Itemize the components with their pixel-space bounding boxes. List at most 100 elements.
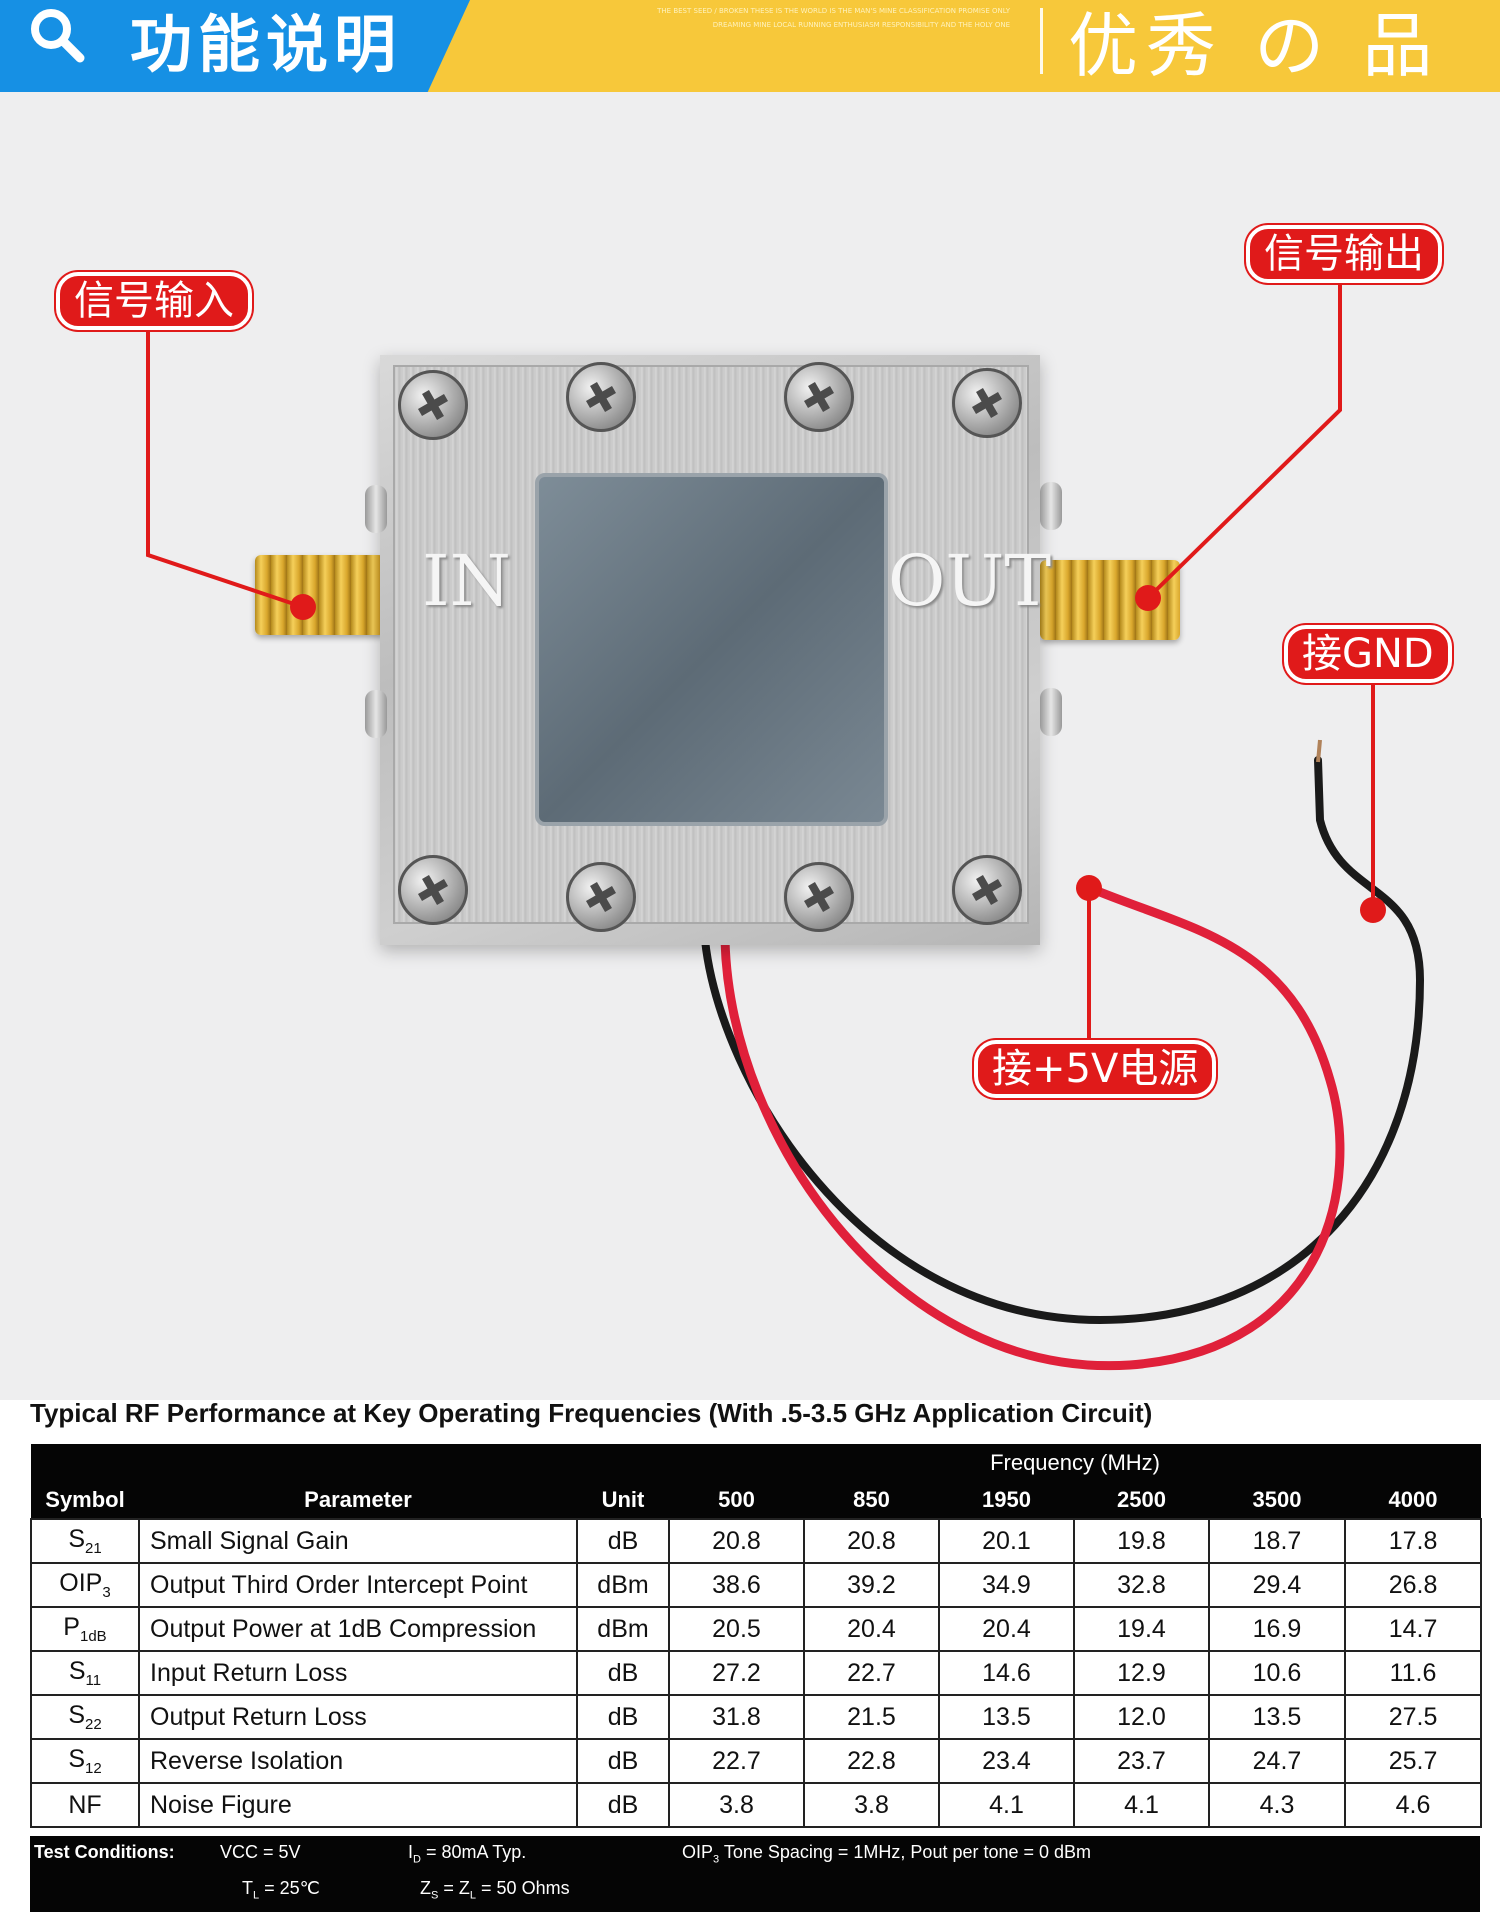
banner-fine-print: THE BEST SEED / BROKEN THESE IS THE WORL…	[657, 7, 1010, 29]
callout-power: 接+5V电源	[974, 1040, 1217, 1098]
value-cell: 21.5	[803, 1694, 940, 1740]
value-cell: 13.5	[938, 1694, 1075, 1740]
value-cell: 34.9	[938, 1562, 1075, 1608]
parameter-cell: Output Return Loss	[138, 1694, 578, 1740]
value-cell: 22.8	[803, 1738, 940, 1784]
parameter-cell: Output Third Order Intercept Point	[138, 1562, 578, 1608]
shield-can	[535, 473, 888, 826]
mount-post	[365, 690, 387, 738]
symbol-text: S	[68, 1745, 85, 1773]
value-cell: 4.1	[938, 1782, 1075, 1828]
value-cell: 4.1	[1073, 1782, 1210, 1828]
conditions-id: ID = 80mA Typ.	[408, 1842, 526, 1866]
unit-cell: dBm	[576, 1562, 670, 1608]
value-cell: 10.6	[1208, 1650, 1346, 1696]
engraved-in-label: IN	[422, 540, 511, 622]
unit-cell: dB	[576, 1694, 670, 1740]
screw-icon	[784, 862, 854, 932]
column-header-symbol: Symbol	[31, 1482, 139, 1519]
header-blank	[577, 1444, 669, 1482]
value-cell: 3.8	[803, 1782, 940, 1828]
screw-icon	[952, 368, 1022, 438]
test-conditions: Test Conditions: VCC = 5V ID = 80mA Typ.…	[30, 1836, 1480, 1912]
value-cell: 12.0	[1073, 1694, 1210, 1740]
value-cell: 20.4	[803, 1606, 940, 1652]
zs-subscript: S	[431, 1889, 439, 1902]
page-title: 功能说明	[130, 8, 403, 81]
symbol-text: S	[68, 1657, 86, 1685]
zl-subscript: L	[469, 1889, 477, 1902]
value-cell: 20.1	[938, 1518, 1075, 1564]
banner-blue-section	[0, 0, 470, 92]
value-cell: 13.5	[1208, 1694, 1346, 1740]
conditions-oip: OIP3 Tone Spacing = 1MHz, Pout per tone …	[682, 1842, 1091, 1866]
symbol-cell: S21	[30, 1518, 140, 1564]
value-cell: 20.8	[803, 1518, 940, 1564]
search-icon	[31, 9, 85, 63]
conditions-impedance: ZS = ZL = 50 Ohms	[420, 1878, 570, 1902]
oip-subscript: 3	[713, 1853, 720, 1866]
symbol-cell: NF	[30, 1782, 140, 1828]
value-cell: 32.8	[1073, 1562, 1210, 1608]
mount-post	[1040, 688, 1062, 736]
conditions-tl: TL = 25℃	[242, 1878, 320, 1902]
value-cell: 19.8	[1073, 1518, 1210, 1564]
value-cell: 24.7	[1208, 1738, 1346, 1784]
symbol-text: NF	[68, 1790, 102, 1819]
symbol-text: OIP	[59, 1569, 103, 1597]
value-cell: 23.7	[1073, 1738, 1210, 1784]
symbol-text: P	[63, 1613, 80, 1641]
rf-performance-table: Frequency (MHz) Symbol Parameter Unit 50…	[30, 1444, 1483, 1828]
unit-cell: dBm	[576, 1606, 670, 1652]
value-cell: 38.6	[668, 1562, 805, 1608]
oip-symbol: OIP	[682, 1842, 714, 1862]
tl-symbol: T	[242, 1878, 253, 1898]
unit-cell: dB	[576, 1738, 670, 1784]
value-cell: 23.4	[938, 1738, 1075, 1784]
quality-slogan: 优秀 の 品质	[1068, 5, 1441, 87]
parameter-cell: Output Power at 1dB Compression	[138, 1606, 578, 1652]
id-symbol: I	[408, 1842, 414, 1862]
symbol-subscript: 21	[85, 1540, 102, 1557]
symbol-cell: S12	[30, 1738, 140, 1784]
id-value: = 80mA Typ.	[425, 1842, 527, 1862]
frequency-header: Frequency (MHz)	[669, 1444, 1482, 1482]
oip-tone-spacing: Tone Spacing = 1MHz, Pout per tone = 0 d…	[723, 1842, 1092, 1862]
header-blank	[31, 1444, 139, 1482]
value-cell: 16.9	[1208, 1606, 1346, 1652]
column-header-freq-500: 500	[669, 1482, 804, 1519]
value-cell: 4.3	[1208, 1782, 1346, 1828]
screw-icon	[398, 370, 468, 440]
symbol-subscript: 12	[85, 1760, 102, 1777]
symbol-cell: P1dB	[30, 1606, 140, 1652]
symbol-cell: OIP3	[30, 1562, 140, 1608]
value-cell: 20.4	[938, 1606, 1075, 1652]
callout-signal-input: 信号输入	[56, 272, 252, 330]
symbol-cell: S22	[30, 1694, 140, 1740]
value-cell: 14.7	[1343, 1606, 1483, 1652]
zl-symbol: Z	[458, 1878, 470, 1898]
unit-cell: dB	[576, 1782, 670, 1828]
column-header-freq-3500: 3500	[1209, 1482, 1345, 1519]
symbol-text: S	[68, 1701, 85, 1729]
column-header-freq-1950: 1950	[939, 1482, 1074, 1519]
value-cell: 29.4	[1208, 1562, 1346, 1608]
symbol-subscript: 3	[102, 1584, 111, 1601]
screw-icon	[566, 362, 636, 432]
value-cell: 12.9	[1073, 1650, 1210, 1696]
symbol-subscript: 11	[85, 1672, 102, 1689]
conditions-label: Test Conditions:	[34, 1842, 175, 1862]
screw-icon	[398, 855, 468, 925]
parameter-cell: Input Return Loss	[138, 1650, 578, 1696]
value-cell: 25.7	[1343, 1738, 1483, 1784]
tl-value: = 25℃	[264, 1878, 320, 1898]
column-header-parameter: Parameter	[139, 1482, 577, 1519]
column-header-unit: Unit	[577, 1482, 669, 1519]
unit-cell: dB	[576, 1518, 670, 1564]
